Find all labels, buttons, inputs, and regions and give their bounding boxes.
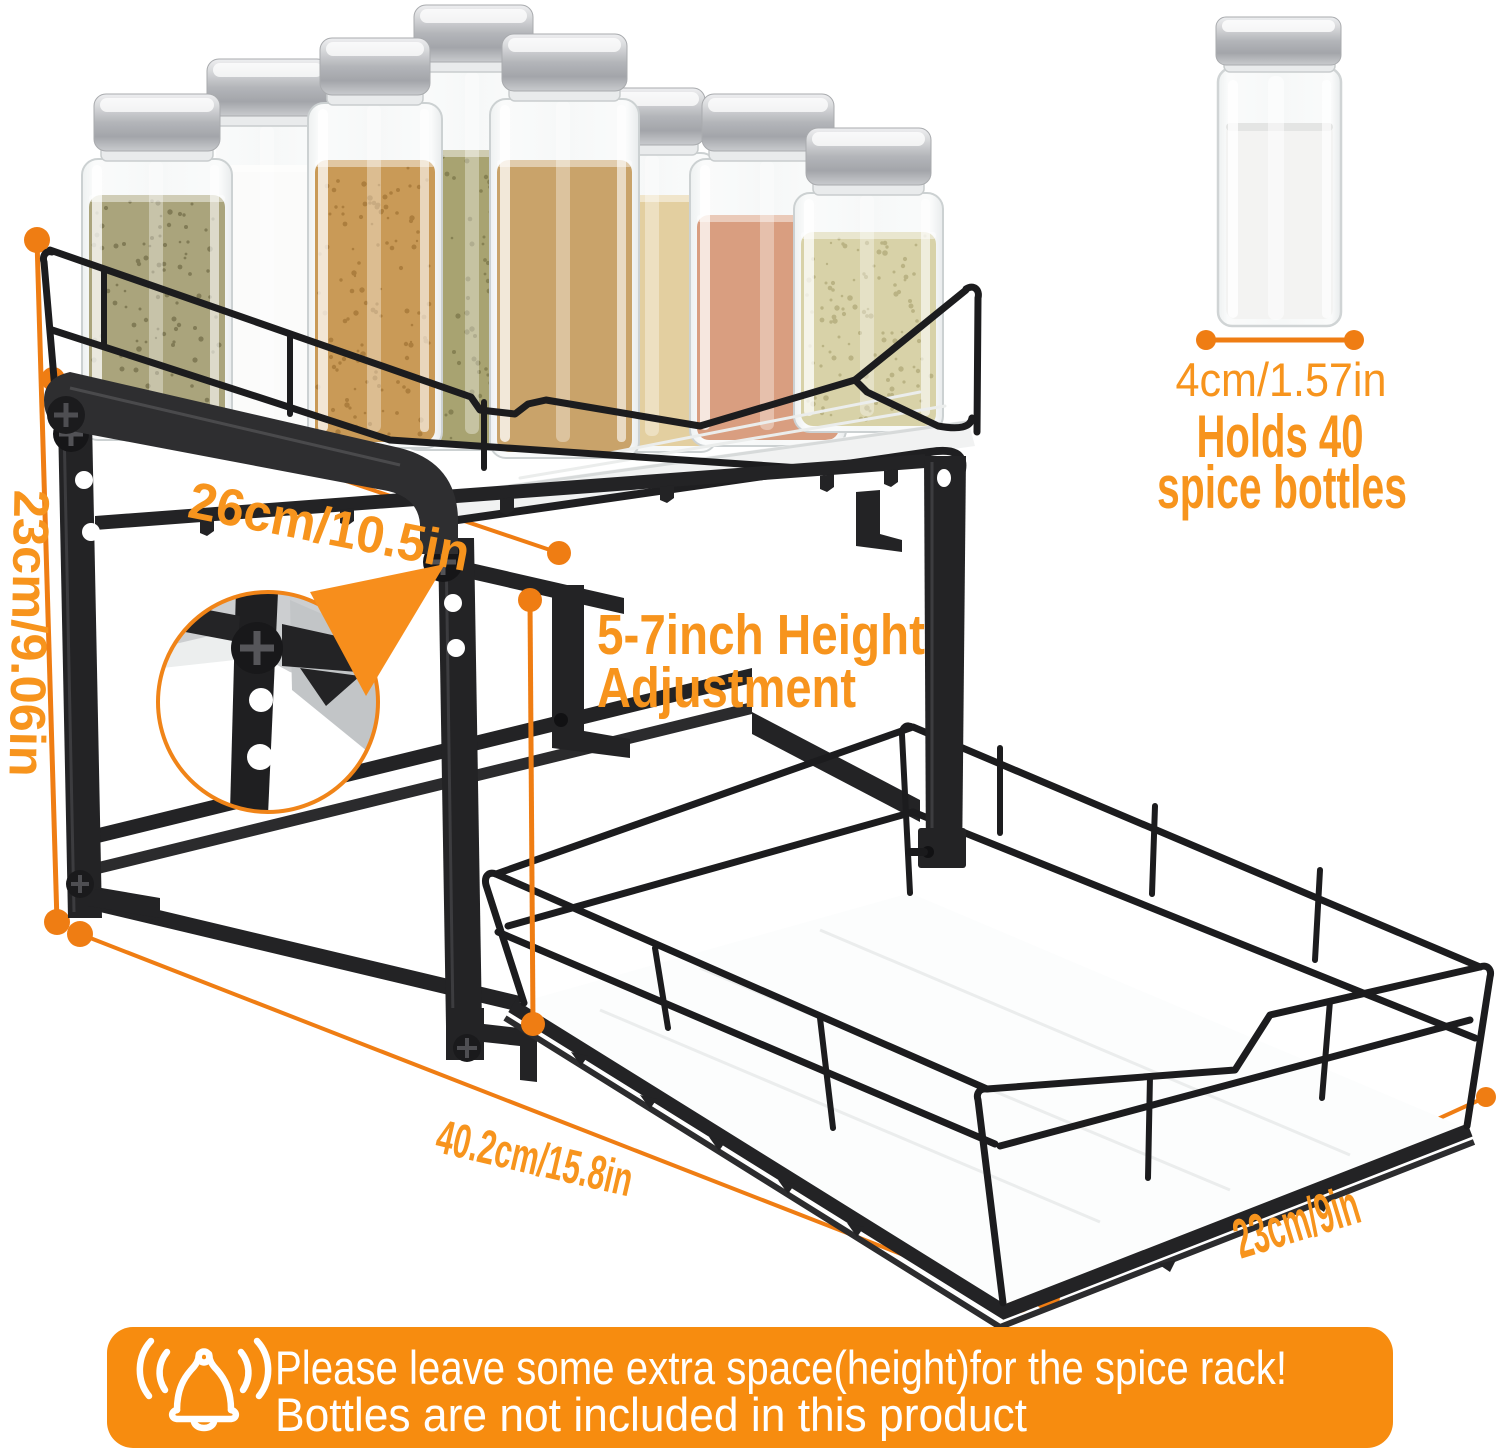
svg-text:5-7inch Height: 5-7inch Height (597, 603, 925, 667)
svg-text:Bottles are not included in th: Bottles are not included in this product (275, 1388, 1027, 1441)
svg-text:23cm/9.06in: 23cm/9.06in (0, 489, 59, 777)
svg-text:spice bottles: spice bottles (1157, 454, 1407, 521)
svg-text:Please leave some extra space(: Please leave some extra space(height)for… (275, 1341, 1287, 1394)
svg-text:4cm/1.57in: 4cm/1.57in (1176, 353, 1387, 406)
svg-text:Adjustment: Adjustment (597, 656, 856, 720)
svg-text:Holds 40: Holds 40 (1197, 403, 1364, 470)
